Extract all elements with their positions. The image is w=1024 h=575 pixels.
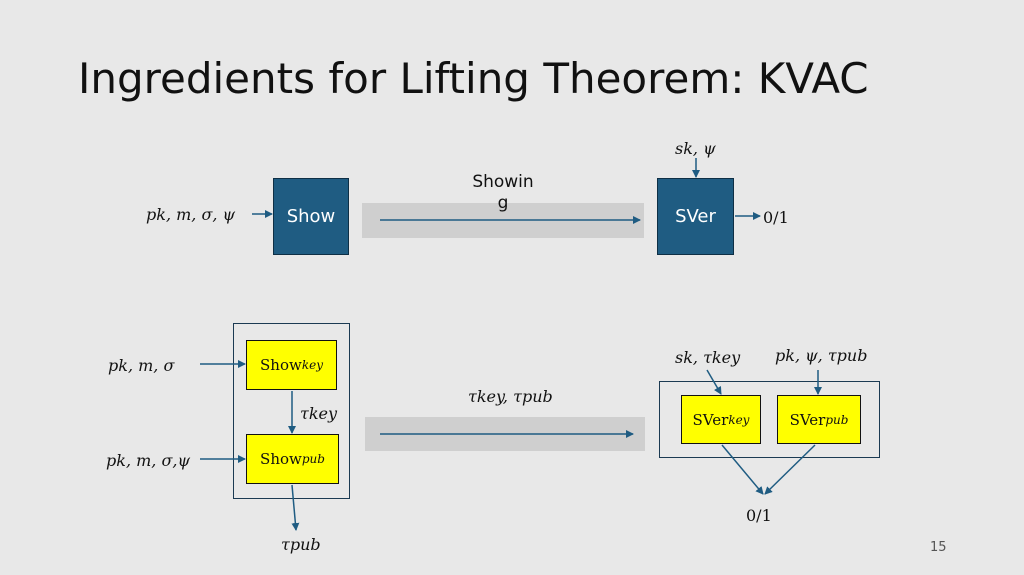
sver-pub-main: SVer: [789, 410, 826, 429]
bottom-input1: pk, m, σ: [108, 356, 175, 375]
sver-frame: [659, 381, 880, 458]
tau-pub-label: τpub: [281, 535, 321, 554]
top-channel-label-line1: Showin: [472, 172, 534, 192]
arrow-sver-key-out: [721, 444, 764, 495]
sver-box: SVer: [657, 178, 734, 255]
top-channel-label: Showin g: [466, 172, 540, 214]
arrow-verifier-input1: [706, 369, 722, 395]
show-pub-main: Show: [260, 450, 302, 468]
bottom-verifier-input1: sk, τkey: [675, 348, 741, 367]
tau-key-label: τkey: [300, 404, 338, 423]
page-number: 15: [930, 540, 947, 555]
sver-key-main: SVer: [692, 410, 729, 429]
top-output: 0/1: [763, 208, 789, 227]
top-verifier-input: sk, ψ: [675, 139, 716, 158]
bottom-output: 0/1: [746, 506, 772, 525]
show-pub-sub: pub: [301, 452, 325, 466]
top-input-label: pk, m, σ, ψ: [146, 205, 236, 224]
show-frame: [233, 323, 350, 499]
show-key-main: Show: [260, 356, 302, 374]
bottom-channel-label: τkey, τpub: [468, 387, 553, 406]
show-box: Show: [273, 178, 349, 255]
bottom-verifier-input2: pk, ψ, τpub: [775, 346, 868, 365]
slide-title: Ingredients for Lifting Theorem: KVAC: [78, 54, 869, 103]
sver-pub-sub: pub: [825, 412, 849, 427]
bottom-input2: pk, m, σ,ψ: [106, 451, 191, 470]
show-key-sub: key: [301, 358, 323, 372]
top-channel-label-line2: g: [497, 193, 509, 213]
sver-key-sub: key: [728, 412, 750, 427]
arrow-sver-pub-out: [764, 444, 816, 495]
arrow-tau-pub: [291, 484, 300, 531]
